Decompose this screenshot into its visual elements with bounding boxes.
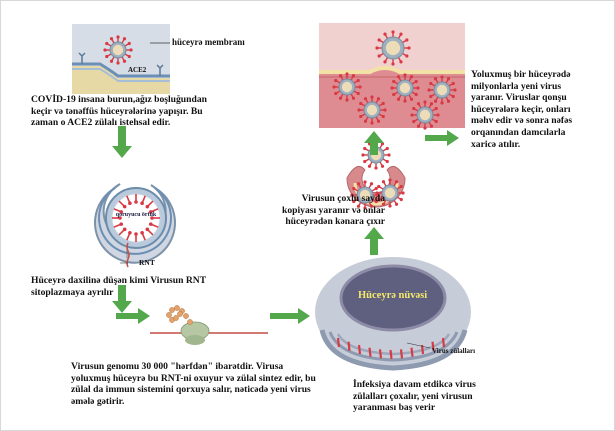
label-virus-proteins: Virus zülalları <box>432 347 476 355</box>
label-protective-membrane: qoruyucu örtük <box>115 212 157 218</box>
arrow-up-2 <box>364 131 384 155</box>
panel-entry <box>94 183 176 268</box>
panel-attachment <box>72 24 170 94</box>
arrow-right-1 <box>116 308 150 324</box>
arrow-right-3 <box>425 130 459 146</box>
nucleus <box>339 264 447 332</box>
arrow-down-2 <box>112 285 132 313</box>
label-ace2: ACE2 <box>128 66 147 74</box>
arrow-right-2 <box>270 308 310 324</box>
vesicle-spikes <box>112 194 160 242</box>
label-cell-membrane: hüceyrə membranı <box>172 37 245 47</box>
panel-release <box>346 140 406 210</box>
panel-spread <box>319 23 465 130</box>
protein-chain <box>166 305 193 325</box>
arrow-down-1 <box>112 126 132 158</box>
panel-translation <box>150 305 268 345</box>
virus-proteins-spikes <box>336 337 446 360</box>
ace2-receptors <box>78 52 164 76</box>
panel-replication <box>315 257 471 371</box>
label-nucleus: Hüceyrə nüvəsi <box>358 290 428 301</box>
step-3-text: Virusun genomu 30 000 "hərfdən" ibarətdi… <box>71 361 316 407</box>
arrow-up-1 <box>364 227 384 255</box>
virus-attaching <box>103 35 133 65</box>
label-rna: RNT <box>139 258 155 267</box>
flow-arrows <box>112 126 459 324</box>
